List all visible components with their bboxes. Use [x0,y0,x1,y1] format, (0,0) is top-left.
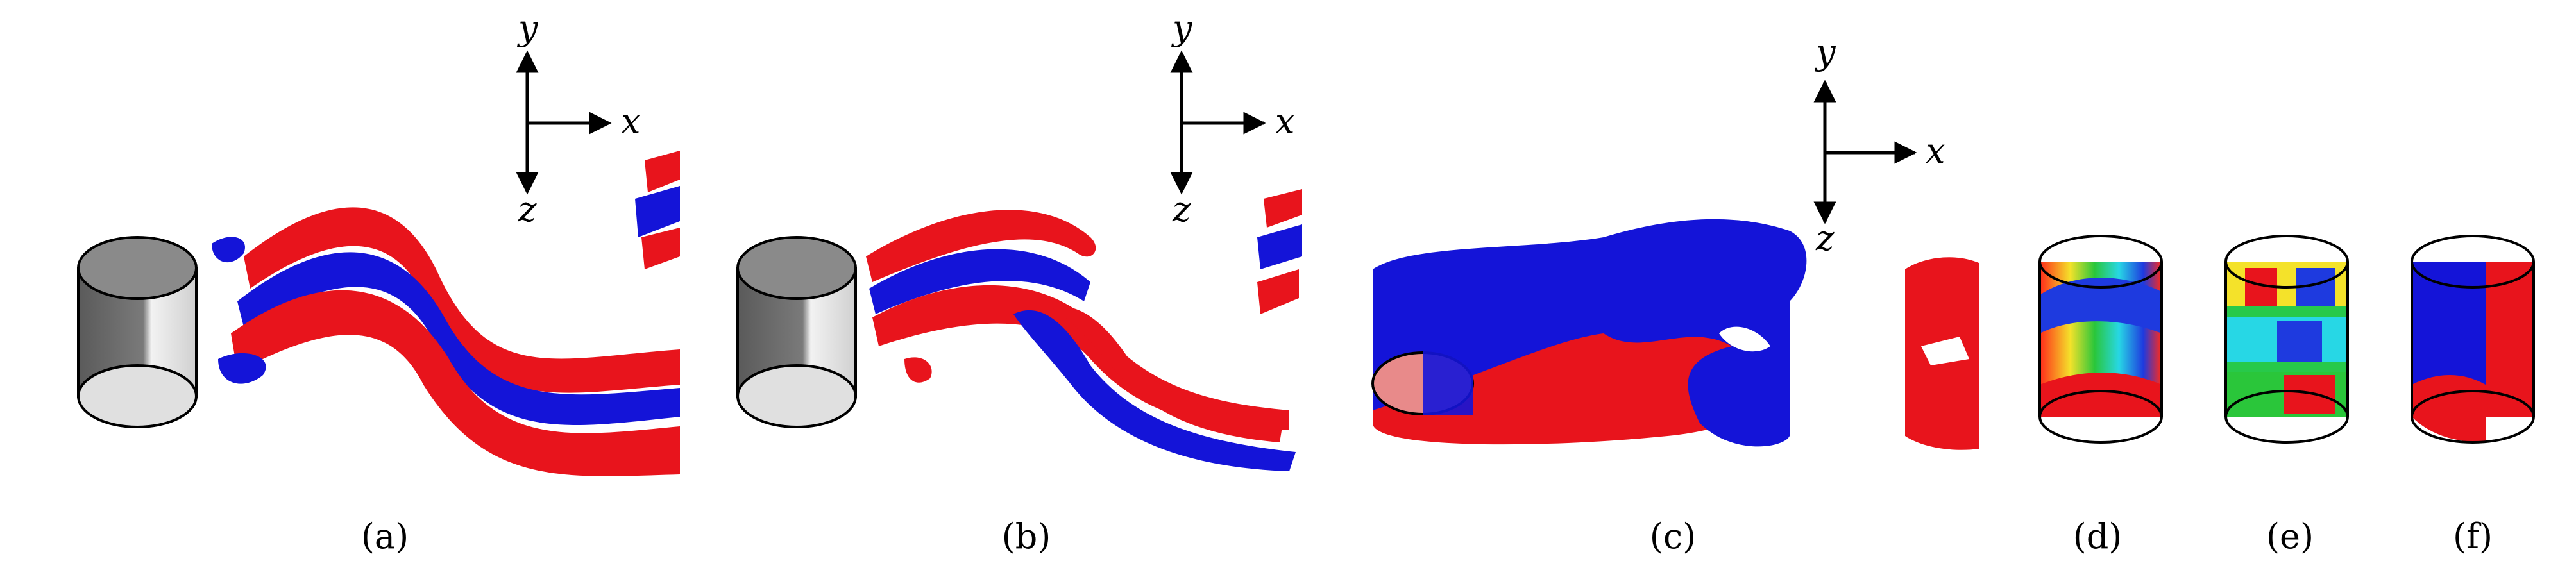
cylinder-d [2038,235,2163,444]
panel-d [1905,235,2163,450]
cylinder-e [2224,235,2349,444]
axes-triad-c: y x z [1813,32,1945,258]
caption-f: (f) [2453,516,2493,557]
vortex-isosurfaces-b [866,189,1302,471]
axis-label-z: z [518,189,537,230]
axis-label-z: z [1172,189,1191,230]
panel-captions: (a) (b) (c) (d) (e) (f) [361,516,2493,557]
side-section-d [1905,257,1979,450]
panel-f [2411,235,2535,444]
axis-label-x: x [621,101,640,142]
axes-triad-b: y x z [1170,8,1294,230]
axis-label-x: x [1926,131,1945,171]
panel-b: y x z [736,8,1302,471]
mode-isosurface-c [1371,219,1807,447]
caption-b: (b) [1002,516,1051,557]
panel-c: y x z [1371,32,1945,447]
cylinder-b [736,236,857,428]
vortex-isosurfaces-a [212,151,680,476]
caption-a: (a) [361,516,409,557]
panel-a: y x z [77,8,680,476]
cylinder-f [2411,235,2535,444]
caption-c: (c) [1650,516,1696,557]
panel-e [2224,235,2349,444]
axis-label-y: y [1815,32,1836,72]
axes-triad-a: y x z [516,8,640,230]
axis-label-x: x [1275,101,1294,142]
caption-e: (e) [2266,516,2314,557]
cylinder-a [77,236,198,428]
axis-label-y: y [517,8,539,48]
axis-label-y: y [1171,8,1193,48]
caption-d: (d) [2073,516,2123,557]
axis-label-z: z [1815,218,1835,258]
